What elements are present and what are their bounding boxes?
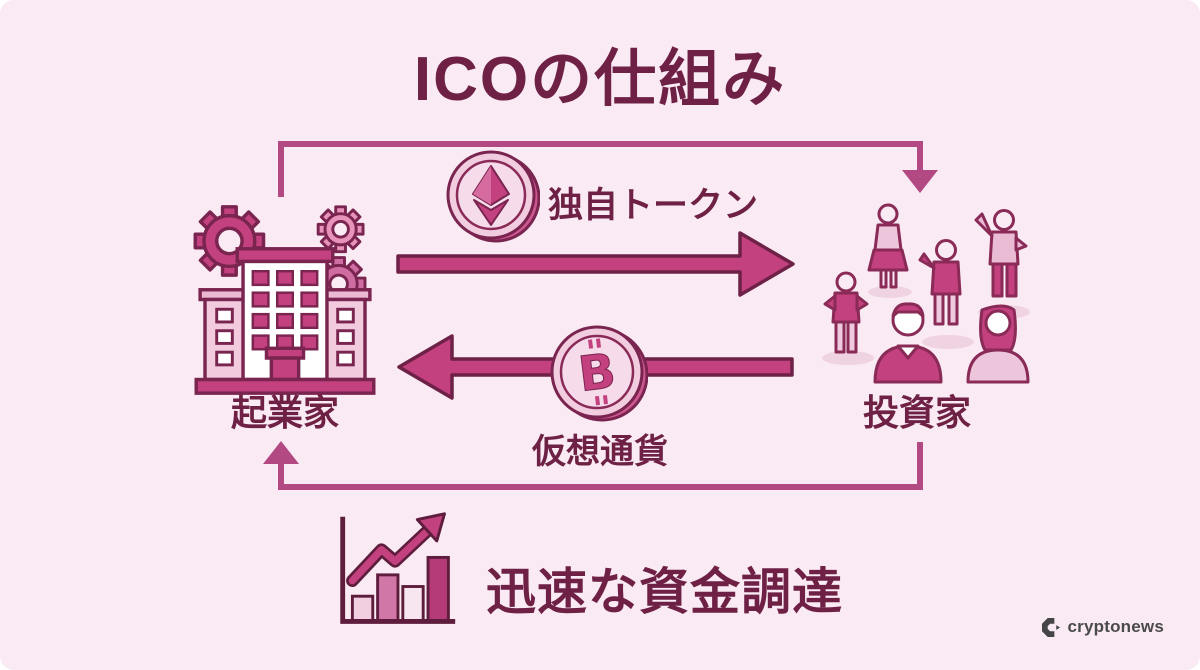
ethereum-coin-icon [446,150,540,243]
loop-top-line [278,141,923,197]
brand-logo: cryptonews [1041,617,1164,637]
benefit-label: 迅速な資金調達 [486,564,843,620]
svg-text:B: B [576,343,619,403]
bitcoin-coin-icon: B [550,325,648,422]
loop-arrowhead-up [263,441,299,464]
investors-label: 投資家 [862,392,971,433]
building-with-gears-icon [193,205,376,395]
cryptonews-logo-icon [1041,617,1060,637]
loop-bottom-line [278,442,923,490]
loop-arrowhead-down [902,170,938,193]
people-group-icon [822,203,1030,384]
growth-chart-icon [340,512,456,624]
entrepreneur-label: 起業家 [230,392,339,433]
crypto-arrow-label: 仮想通貨 [532,433,668,471]
brand-label: cryptonews [1067,617,1164,636]
token-arrow-label: 独自トークン [548,186,759,225]
page-title: ICOの仕組み [413,45,787,114]
token-flow-arrow-right [396,231,795,297]
